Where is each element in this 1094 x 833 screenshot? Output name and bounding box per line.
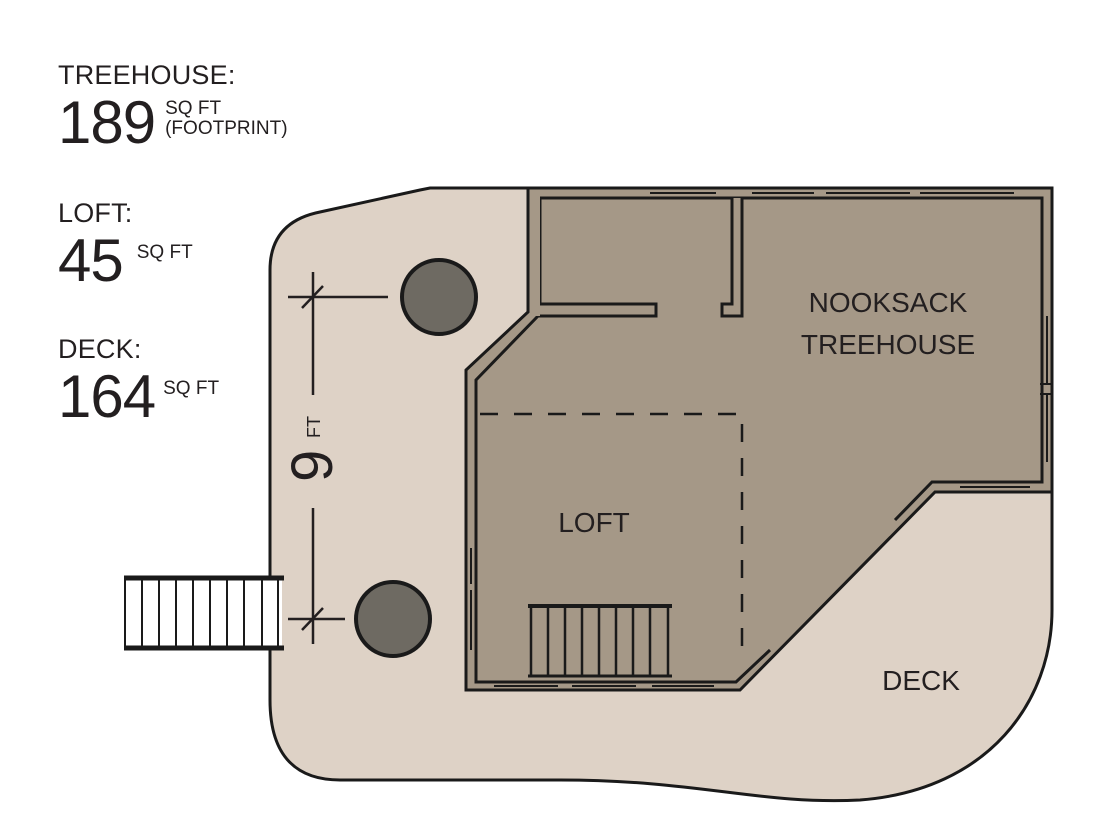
tree-post-bottom [354,580,432,658]
treehouse-inner-wall [474,196,1044,684]
deck-area-stat: DECK: 164 SQ FT [58,336,219,427]
loft-boundary [480,412,744,660]
main-room-label-line1: NOOKSACK [809,287,968,318]
entry-stairs [124,575,284,651]
deck-label: DECK: [58,334,142,364]
loft-room-label: LOFT [558,507,630,538]
interior-stair [528,604,672,678]
main-room-label-line2: TREEHOUSE [801,329,975,360]
treehouse-area-stat: TREEHOUSE: 189 SQ FT (FOOTPRINT) [58,62,288,153]
right-windows [1040,316,1052,462]
loft-value: 45 [58,227,124,294]
partition-fill [534,198,540,316]
tree-post-top [400,258,478,336]
dimension-value: 9 [280,450,345,482]
treehouse-label: TREEHOUSE: [58,60,236,90]
treehouse-value-row: 189 SQ FT (FOOTPRINT) [58,93,288,153]
treehouse-note: (FOOTPRINT) [165,117,288,139]
dimension-line [288,272,388,644]
treehouse-unit: SQ FT [165,98,222,119]
dimension-unit: FT [304,416,324,438]
loft-area-stat: LOFT: 45 SQ FT [58,200,193,291]
loft-value-row: 45 SQ FT [58,231,193,291]
deck-value: 164 [58,363,156,430]
deck-unit: SQ FT [163,378,220,399]
deck-room-label: DECK [882,665,960,696]
treehouse-unit-block: SQ FT (FOOTPRINT) [165,99,287,139]
dimension-label: 9 FT [280,416,345,482]
partition-wall-right [720,198,744,318]
deck-value-row: 164 SQ FT [58,367,219,427]
treehouse-outer-wall [464,186,1054,692]
loft-label: LOFT: [58,198,133,228]
treehouse-value: 189 [58,89,156,156]
loft-unit: SQ FT [136,242,193,263]
